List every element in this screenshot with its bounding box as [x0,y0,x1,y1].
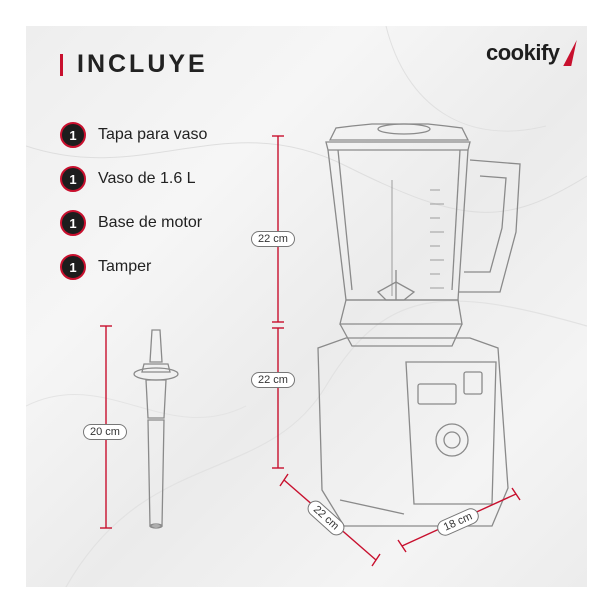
dimension-label-jar: 22 cm [251,231,295,247]
brand-logo: cookify [486,40,577,66]
jar-outline [327,149,469,301]
list-item: 1 Tamper [60,245,207,289]
tamper-handle [149,329,163,363]
quantity-badge: 1 [60,122,86,148]
quantity-badge: 1 [60,254,86,280]
item-label: Tapa para vaso [98,126,208,143]
brand-name: cookify [486,40,560,65]
dimension-label-tamper: 20 cm [83,424,127,440]
control-panel [405,361,497,505]
quantity-badge: 1 [60,210,86,236]
item-label: Tamper [98,258,152,275]
lid-outline [328,123,470,141]
marble-background [26,26,587,587]
quantity-badge: 1 [60,166,86,192]
included-items-list: 1 Tapa para vaso 1 Vaso de 1.6 L 1 Base … [60,113,207,289]
page-title: INCLUYE [77,50,208,78]
item-label: Base de motor [98,214,203,231]
dimension-label-base: 22 cm [251,372,295,388]
lid-cap [377,123,431,135]
header: INCLUYE [60,50,208,79]
motor-base-outline [317,337,509,527]
list-item: 1 Base de motor [60,201,207,245]
blender-illustration [133,123,521,529]
item-label: Vaso de 1.6 L [98,170,196,187]
title-accent-bar [60,53,63,76]
marble-veins [26,26,587,587]
dimension-lines [100,135,521,567]
list-item: 1 Vaso de 1.6 L [60,157,207,201]
list-item: 1 Tapa para vaso [60,113,207,157]
